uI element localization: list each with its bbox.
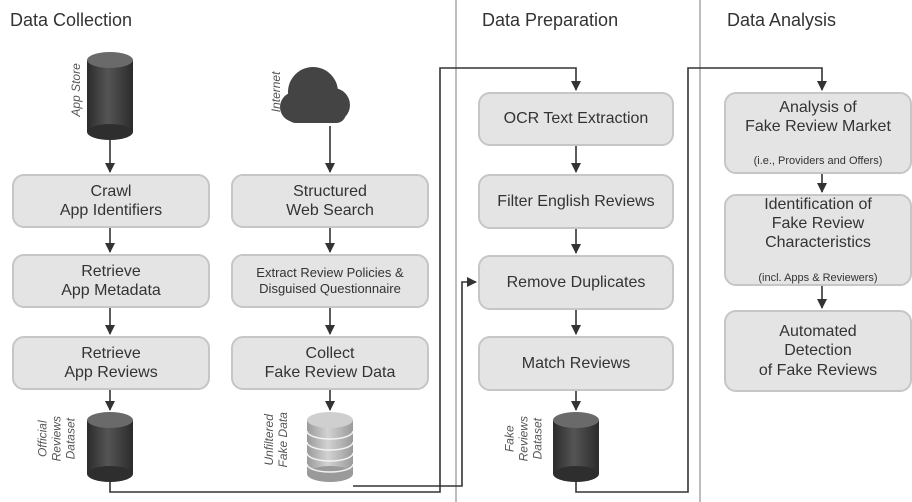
internet-label: Internet	[269, 71, 284, 113]
heading-data-analysis: Data Analysis	[727, 10, 837, 30]
market-analysis-subtitle: (i.e., Providers and Offers)	[753, 155, 883, 168]
official-dataset-label: Official Reviews Dataset	[35, 416, 77, 462]
fake-dataset-database-icon	[553, 412, 599, 482]
characteristics-title: Identification of Fake Review Characteri…	[764, 196, 872, 252]
market-analysis-title: Analysis of Fake Review Market	[745, 98, 891, 135]
filter-english-reviews-box: Filter English Reviews	[478, 174, 674, 229]
retrieve-app-reviews-box: Retrieve App Reviews	[12, 336, 210, 390]
heading-data-preparation: Data Preparation	[482, 10, 619, 30]
unfiltered-dataset-label: Unfiltered Fake Data	[262, 412, 290, 468]
remove-duplicates-box: Remove Duplicates	[478, 255, 674, 310]
connector-fake-dataset-to-analysis	[575, 67, 827, 493]
heading-data-collection: Data Collection	[10, 10, 133, 30]
crawl-app-identifiers-box: Crawl App Identifiers	[12, 174, 210, 228]
cloud-icon	[280, 67, 350, 123]
automated-detection-box: Automated Detection of Fake Reviews	[724, 310, 912, 392]
extract-review-policies-box: Extract Review Policies & Disguised Ques…	[231, 254, 429, 308]
unfiltered-data-database-icon	[306, 412, 354, 482]
retrieve-app-metadata-box: Retrieve App Metadata	[12, 254, 210, 308]
fake-dataset-label: Fake Reviews Dataset	[502, 416, 544, 462]
official-dataset-database-icon	[87, 412, 133, 482]
connector-official-to-preparation	[109, 67, 581, 493]
match-reviews-box: Match Reviews	[478, 336, 674, 391]
connector-unfiltered-to-remove-duplicates	[353, 277, 477, 487]
ocr-text-extraction-box: OCR Text Extraction	[478, 92, 674, 146]
structured-web-search-box: Structured Web Search	[231, 174, 429, 228]
app-store-label: App Store	[69, 63, 84, 117]
app-store-database-icon	[87, 52, 133, 140]
characteristics-subtitle: (incl. Apps & Reviewers)	[758, 271, 878, 284]
fake-review-market-analysis-box: Analysis of Fake Review Market (i.e., Pr…	[724, 92, 912, 174]
collect-fake-review-data-box: Collect Fake Review Data	[231, 336, 429, 390]
fake-review-characteristics-box: Identification of Fake Review Characteri…	[724, 194, 912, 286]
